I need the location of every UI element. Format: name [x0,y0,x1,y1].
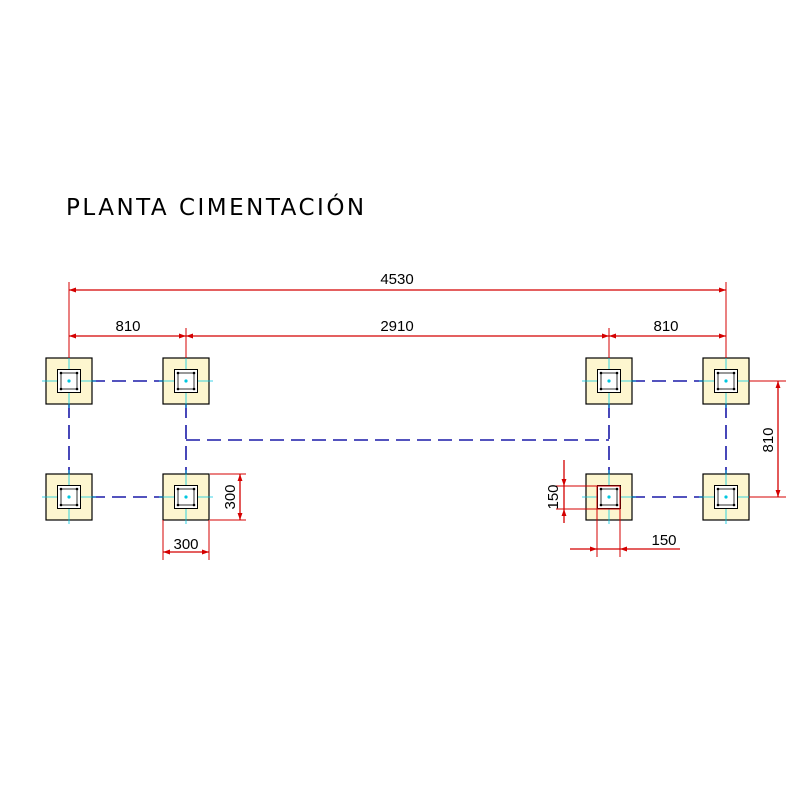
base-plate [600,372,618,390]
drawing-title: PLANTA CIMENTACIÓN [66,193,367,221]
dimension-pedestal-width-label: 150 [651,532,676,549]
tie-beams [68,380,727,498]
anchor-bolt [599,487,603,491]
anchor-bolt [192,371,196,375]
footings-group [42,354,753,524]
anchor-bolt [59,487,63,491]
anchor-bolt [192,503,196,507]
base-plate [177,372,195,390]
footing-top-1 [42,354,96,408]
anchor-bolt [59,387,63,391]
footing-bottom-1 [42,470,96,524]
center-point [184,495,188,499]
anchor-bolt [732,487,736,491]
anchor-bolt [176,487,180,491]
base-plate [717,488,735,506]
anchor-bolt [59,371,63,375]
anchor-bolt [716,371,720,375]
dimension-pedestal-height-label: 150 [545,484,562,509]
footing-bottom-3 [582,470,636,524]
anchor-bolt [732,387,736,391]
base-plate [60,488,78,506]
anchor-bolt [732,503,736,507]
footing-top-2 [159,354,213,408]
dimension-left-span-label: 810 [115,318,140,335]
center-point [724,379,728,383]
anchor-bolt [176,371,180,375]
anchor-bolt [75,487,79,491]
dimension-pedestal-size: 150 150 [545,460,680,557]
anchor-bolt [599,503,603,507]
anchor-bolt [75,387,79,391]
center-point [67,379,71,383]
anchor-bolt [75,503,79,507]
anchor-bolt [599,387,603,391]
footing-bottom-4 [699,470,753,524]
anchor-bolt [192,387,196,391]
anchor-bolt [615,503,619,507]
dimension-middle-span-label: 2910 [380,318,413,335]
anchor-bolt [615,387,619,391]
anchor-bolt [716,503,720,507]
footing-bottom-2 [159,470,213,524]
base-plate [177,488,195,506]
base-plate [60,372,78,390]
anchor-bolt [59,503,63,507]
anchor-bolt [615,487,619,491]
center-point [184,379,188,383]
dimension-overall-label: 4530 [380,271,413,288]
center-point [607,379,611,383]
anchor-bolt [716,387,720,391]
center-point [607,495,611,499]
footing-top-3 [582,354,636,408]
dimension-overall: 4530 [68,271,727,358]
dimension-footing-size: 300 300 [162,473,246,560]
anchor-bolt [75,371,79,375]
center-point [724,495,728,499]
dimension-footing-height-label: 300 [222,484,239,509]
footing-top-4 [699,354,753,408]
base-plate [600,488,618,506]
anchor-bolt [732,371,736,375]
base-plate [717,372,735,390]
dimension-spans: 810 2910 810 [69,318,726,358]
anchor-bolt [176,387,180,391]
dimension-footing-width-label: 300 [173,536,198,553]
dimension-right-span-label: 810 [653,318,678,335]
anchor-bolt [176,503,180,507]
center-point [67,495,71,499]
anchor-bolt [192,487,196,491]
dimension-depth: 810 [749,380,786,498]
anchor-bolt [615,371,619,375]
anchor-bolt [716,487,720,491]
anchor-bolt [599,371,603,375]
dimension-depth-label: 810 [760,427,777,452]
